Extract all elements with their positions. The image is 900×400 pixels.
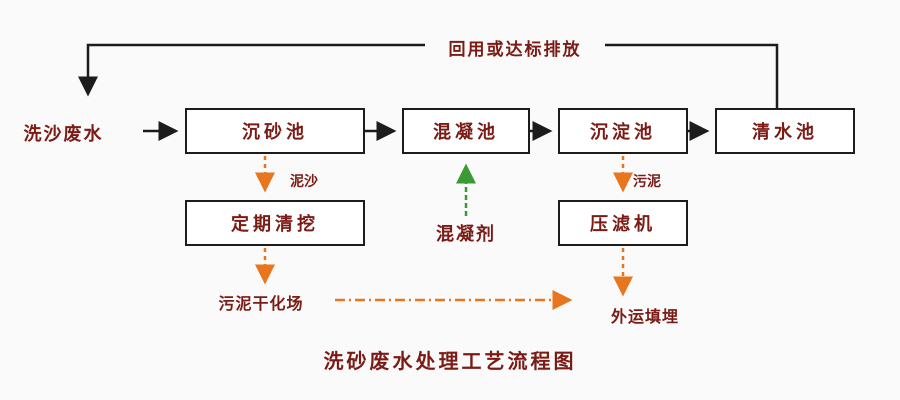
- influent-label: 洗沙废水: [23, 124, 104, 144]
- box-coagulation-tank: 混凝池: [402, 108, 530, 154]
- landfill-label: 外运填埋: [610, 309, 679, 326]
- box-grit-chamber: 沉砂池: [185, 108, 365, 154]
- box-periodic-dredging: 定期清挖: [185, 200, 365, 246]
- sludge-label: 污泥: [633, 173, 661, 189]
- reuse-label: 回用或达标排放: [425, 33, 605, 62]
- drying-field-label: 污泥干化场: [218, 296, 304, 313]
- diagram-title: 洗砂废水处理工艺流程图: [323, 351, 577, 373]
- sediment-label: 泥沙: [290, 173, 318, 189]
- box-filter-press: 压滤机: [558, 200, 688, 246]
- box-sedimentation-tank: 沉淀池: [558, 108, 688, 154]
- coagulant-label: 混凝剂: [436, 224, 496, 244]
- box-clear-water-tank: 清水池: [715, 108, 855, 154]
